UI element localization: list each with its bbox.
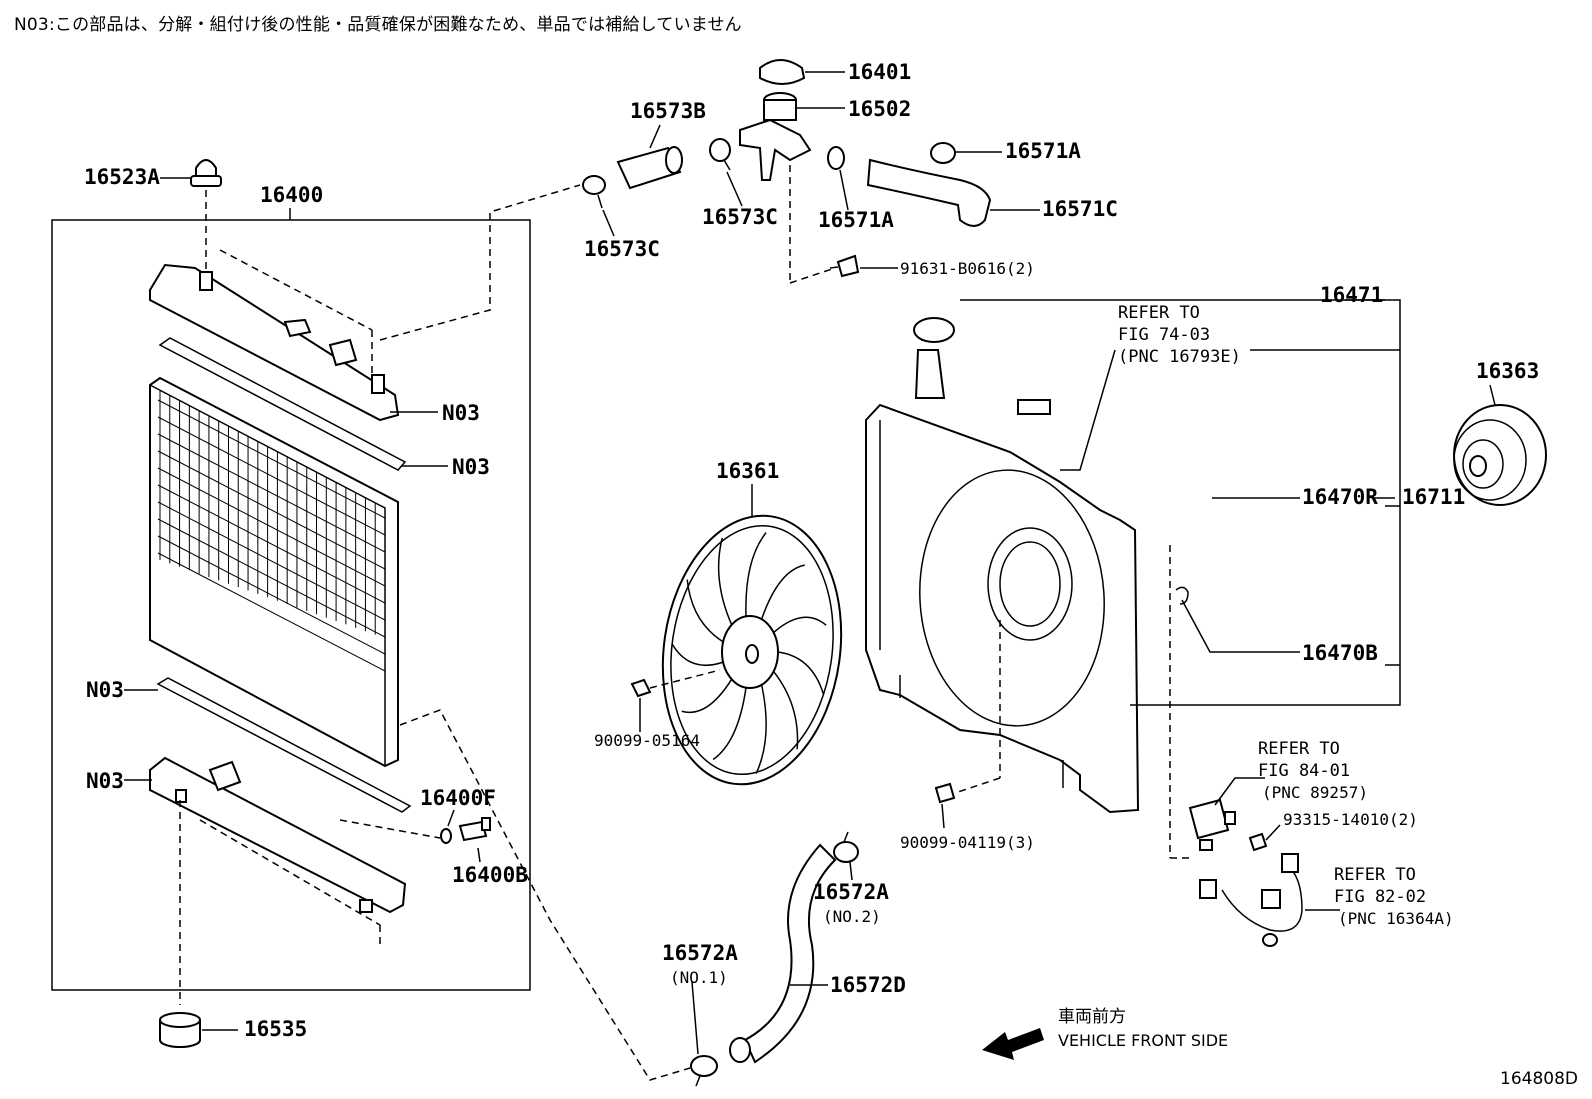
ref-fig82-line3: (PNC 16364A)	[1338, 909, 1454, 928]
label-16400f: 16400F	[420, 786, 496, 810]
direction-en: VEHICLE FRONT SIDE	[1058, 1031, 1228, 1050]
label-16400b: 16400B	[452, 863, 528, 887]
radiator-assembly-box	[51, 219, 531, 991]
label-no2: (NO.2)	[823, 907, 881, 926]
hose-16573b-part[interactable]	[616, 146, 683, 190]
figure-id: 164808D	[1500, 1069, 1578, 1089]
label-16400: 16400	[260, 183, 323, 207]
label-16573c-low: 16573C	[584, 237, 660, 261]
radiator-cap-16401-part[interactable]	[759, 59, 806, 85]
drain-o-ring-part[interactable]	[440, 828, 452, 844]
clamp-16573c-mid[interactable]	[709, 138, 731, 171]
ref-fig74-line3: (PNC 16793E)	[1118, 347, 1241, 367]
clamp-16571a-low[interactable]	[827, 146, 845, 170]
screw-93315-part[interactable]	[1248, 832, 1268, 852]
wiring-harness-part[interactable]	[1199, 853, 1303, 947]
label-n03-lower-gasket: N03	[86, 678, 124, 702]
label-16573c-mid: 16573C	[702, 205, 778, 229]
ref-fig82-line2: FIG 82-02	[1334, 887, 1426, 907]
filler-neck-part[interactable]	[739, 92, 812, 181]
label-no1: (NO.1)	[670, 968, 728, 987]
label-n03-upper-gasket: N03	[452, 455, 490, 479]
label-16361: 16361	[716, 459, 779, 483]
ref-fig84-line1: REFER TO	[1258, 739, 1340, 759]
clamp-16572a-no2[interactable]	[833, 831, 859, 863]
radiator-core-part[interactable]	[149, 376, 399, 768]
label-16572d: 16572D	[830, 973, 906, 997]
clamp-16571a-top[interactable]	[930, 142, 956, 164]
label-16573b: 16573B	[630, 99, 706, 123]
label-90099-05164: 90099-05164	[594, 731, 700, 750]
vehicle-front-arrow-icon	[982, 1028, 1044, 1060]
ref-fig82-line1: REFER TO	[1334, 865, 1416, 885]
label-16471: 16471	[1320, 283, 1383, 307]
label-16523a: 16523A	[84, 165, 160, 189]
label-16535: 16535	[244, 1017, 307, 1041]
clamp-16572a-no1[interactable]	[690, 1055, 718, 1087]
lower-tank-part[interactable]	[149, 756, 407, 914]
ref-fig84-line2: FIG 84-01	[1258, 761, 1350, 781]
bolt-90099-04119-part[interactable]	[934, 782, 956, 804]
label-16502: 16502	[848, 97, 911, 121]
ref-fig74-line2: FIG 74-03	[1118, 325, 1210, 345]
label-93315: 93315-14010(2)	[1283, 810, 1418, 829]
label-90099-04119: 90099-04119(3)	[900, 833, 1035, 852]
hose-16572d-part[interactable]	[729, 843, 837, 1064]
nut-90099-05164-part[interactable]	[630, 678, 652, 698]
hose-16571c-part[interactable]	[866, 158, 992, 227]
parts-note: N03:この部品は、分解・組付け後の性能・品質確保が困難なため、単品では補給して…	[14, 15, 742, 35]
fan-resistor-part[interactable]	[1188, 798, 1236, 851]
upper-gasket-part[interactable]	[158, 337, 407, 471]
drain-plug-part[interactable]	[458, 817, 491, 842]
reservoir-cap-part[interactable]	[913, 317, 955, 343]
label-16572a-no1: 16572A	[662, 941, 738, 965]
label-16571c: 16571C	[1042, 197, 1118, 221]
label-16571a-top: 16571A	[1005, 139, 1081, 163]
label-16470b: 16470B	[1302, 641, 1378, 665]
lower-cushion-part[interactable]	[159, 1012, 201, 1048]
fan-shroud-part[interactable]	[865, 322, 1140, 814]
label-n03-upper-tank: N03	[442, 401, 480, 425]
label-n03-lower-tank: N03	[86, 769, 124, 793]
label-16571a-low: 16571A	[818, 208, 894, 232]
ref-fig84-line3: (PNC 89257)	[1262, 783, 1368, 802]
label-16470r: 16470R	[1302, 485, 1378, 509]
label-16572a-no2: 16572A	[813, 880, 889, 904]
lower-gasket-part[interactable]	[156, 677, 412, 813]
fan-motor-part[interactable]	[1453, 404, 1547, 506]
label-16711: 16711	[1402, 485, 1465, 509]
clamp-16573c-left[interactable]	[582, 175, 606, 209]
label-16401: 16401	[848, 60, 911, 84]
overflow-hose-part[interactable]	[1198, 373, 1362, 630]
label-91631: 91631-B0616(2)	[900, 259, 1035, 278]
radiator-cap-part[interactable]	[190, 159, 222, 187]
bolt-91631-part[interactable]	[829, 254, 860, 278]
direction-jp: 車両前方	[1058, 1007, 1126, 1027]
upper-tank-part[interactable]	[149, 263, 400, 422]
fan-16361-part[interactable]	[646, 504, 858, 796]
label-16363: 16363	[1476, 359, 1539, 383]
ref-fig74-line1: REFER TO	[1118, 303, 1200, 323]
